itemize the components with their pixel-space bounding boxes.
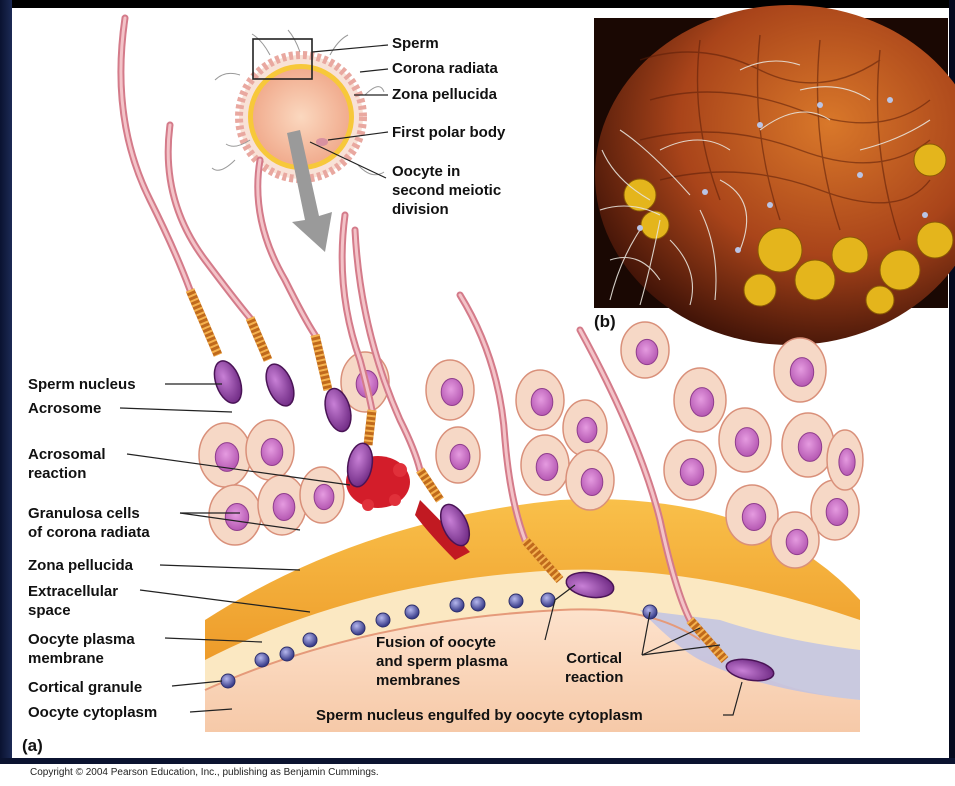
label-zona-pellucida-top: Zona pellucida: [392, 85, 497, 104]
cortical-granule: [280, 647, 294, 661]
granulosa-cell: [566, 450, 614, 510]
cortical-granule: [405, 605, 419, 619]
label-acrosomal-reaction: Acrosomal reaction: [28, 445, 106, 483]
oocyte-overview: [212, 30, 384, 252]
label-oocyte-cytoplasm: Oocyte cytoplasm: [28, 703, 157, 722]
micrograph-photo: [594, 5, 955, 345]
granulosa-cell: [258, 475, 306, 535]
copyright-notice: Copyright © 2004 Pearson Education, Inc.…: [30, 767, 379, 778]
label-corona-radiata: Corona radiata: [392, 59, 498, 78]
cortical-granule: [376, 613, 390, 627]
granulosa-cell: [436, 427, 480, 483]
cortical-granule: [509, 594, 523, 608]
granulosa-cell: [774, 338, 826, 402]
label-extracellular-space: Extracellular space: [28, 582, 118, 620]
panel-label-a: (a): [22, 736, 43, 755]
panel-label-b: (b): [594, 312, 616, 331]
label-oocyte-meiotic: Oocyte in second meiotic division: [392, 162, 501, 219]
cortical-granule: [351, 621, 365, 635]
label-zona-pellucida: Zona pellucida: [28, 556, 133, 575]
cortical-granule: [303, 633, 317, 647]
granulosa-cell: [726, 485, 778, 545]
label-oocyte-plasma-membrane: Oocyte plasma membrane: [28, 630, 135, 668]
cortical-granule: [541, 593, 555, 607]
granulosa-cell: [209, 485, 261, 545]
granulosa-cell: [771, 512, 819, 568]
granulosa-cell: [827, 430, 863, 490]
label-cortical-granule: Cortical granule: [28, 678, 142, 697]
label-cortical-reaction: Cortical reaction: [565, 649, 623, 687]
sperm-cell: [121, 18, 247, 407]
granulosa-cell: [621, 322, 669, 378]
label-first-polar-body: First polar body: [392, 123, 505, 142]
label-granulosa-cells: Granulosa cells of corona radiata: [28, 504, 150, 542]
granulosa-cell: [782, 413, 834, 477]
label-acrosome: Acrosome: [28, 399, 101, 418]
label-sperm: Sperm: [392, 34, 439, 53]
granulosa-cell: [674, 368, 726, 432]
label-sperm-nucleus: Sperm nucleus: [28, 375, 136, 394]
granulosa-cell: [300, 467, 344, 523]
granulosa-cell: [664, 440, 716, 500]
granulosa-cell: [516, 370, 564, 430]
granulosa-cell: [521, 435, 569, 495]
label-fusion: Fusion of oocyte and sperm plasma membra…: [376, 633, 508, 690]
granulosa-cell: [199, 423, 251, 487]
granulosa-cell: [426, 360, 474, 420]
granulosa-cell: [563, 400, 607, 456]
cortical-granule: [450, 598, 464, 612]
cortical-granule: [471, 597, 485, 611]
cortical-granule: [255, 653, 269, 667]
granulosa-cell: [719, 408, 771, 472]
cortical-granule: [221, 674, 235, 688]
label-engulfed: Sperm nucleus engulfed by oocyte cytopla…: [316, 706, 643, 725]
